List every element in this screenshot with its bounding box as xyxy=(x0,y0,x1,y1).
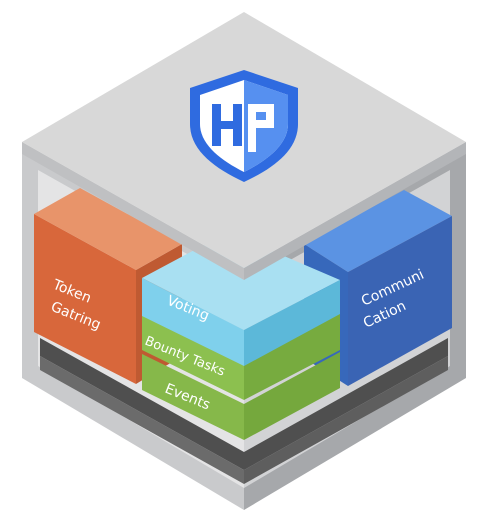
cube-top-lid-edge-left xyxy=(22,142,244,280)
communication-block-top xyxy=(304,190,452,272)
events-block: Events xyxy=(142,352,340,440)
voting-front xyxy=(142,278,244,366)
events-front xyxy=(142,354,244,440)
token-block-front xyxy=(34,214,136,384)
logo-p-bowl-side xyxy=(266,104,274,128)
events-side xyxy=(244,352,340,440)
voting-block: Voting xyxy=(142,232,340,366)
bounty-tasks-block: Bounty Tasks xyxy=(142,312,340,400)
logo-p-bowl xyxy=(256,104,274,112)
logo-h-right xyxy=(233,104,242,146)
voting-side xyxy=(244,280,340,366)
bounty-tasks-front xyxy=(142,314,244,400)
logo-p-bowl-bottom xyxy=(256,120,274,128)
cube-top-lid-edge-right xyxy=(244,142,466,280)
logo-p-stem xyxy=(248,104,256,152)
logo-h-bar xyxy=(221,121,233,129)
bounty-tasks-side xyxy=(244,312,340,400)
base-slab-front xyxy=(40,356,244,484)
communication-block-front xyxy=(348,216,452,386)
base-slab-right xyxy=(244,356,448,484)
token-block-top xyxy=(34,188,182,270)
logo-h-left xyxy=(212,104,221,146)
shield-logo-icon xyxy=(190,70,298,182)
voting-top xyxy=(142,232,340,330)
